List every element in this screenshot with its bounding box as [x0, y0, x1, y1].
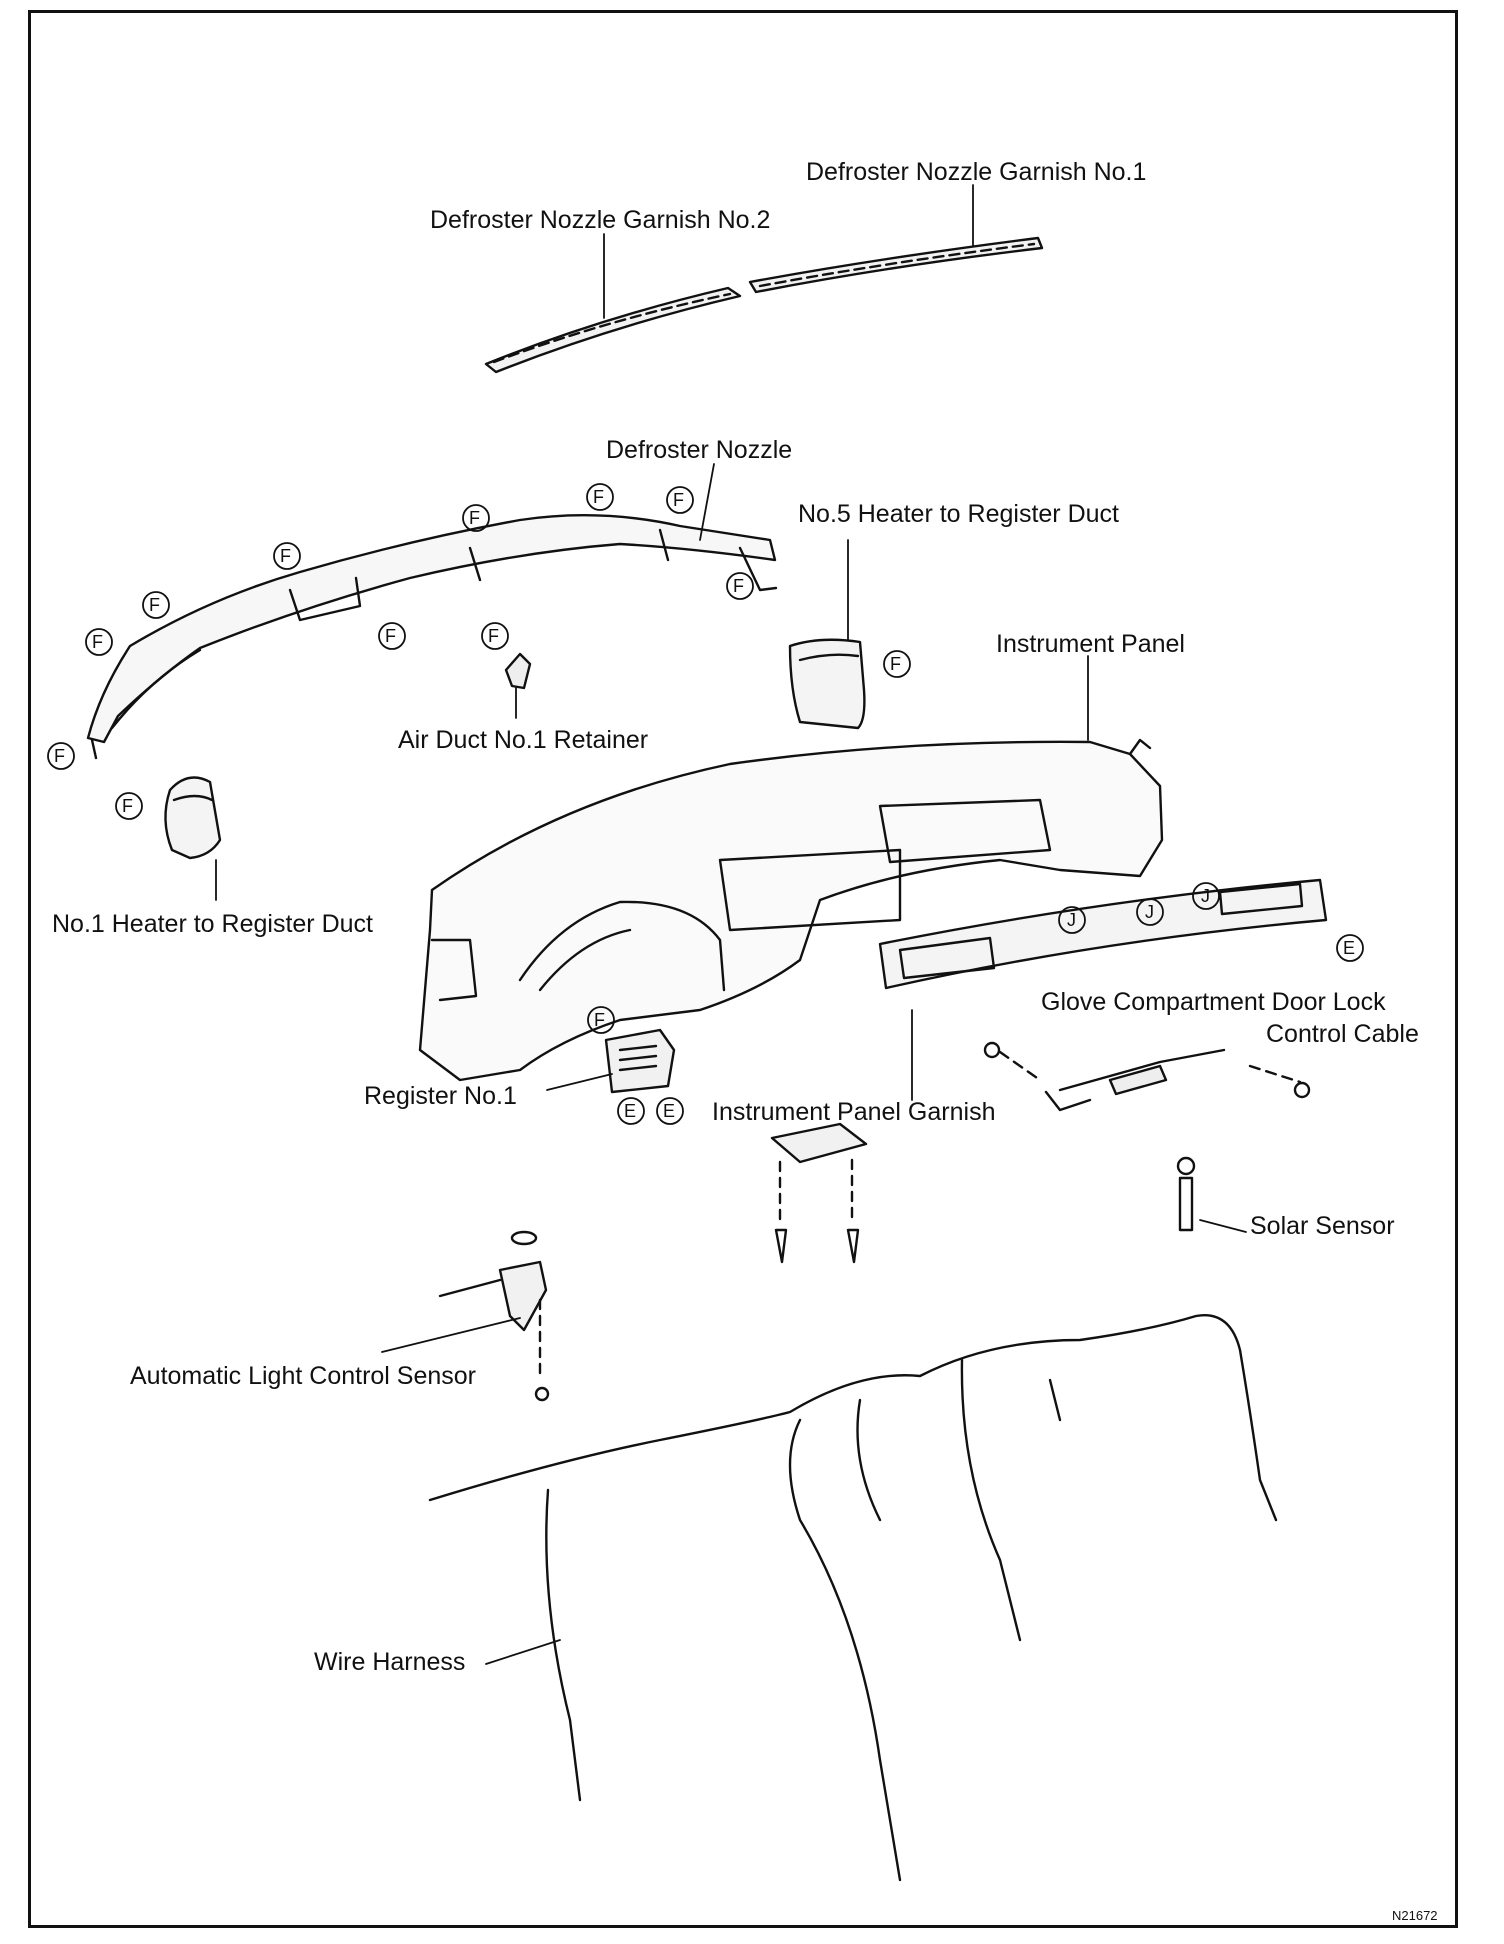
clip-e-callout: [1336, 934, 1364, 962]
solar-sensor-part: [1176, 1156, 1196, 1232]
clip-e-letter: E: [624, 1101, 637, 1121]
clip-f-callout: [726, 572, 754, 600]
label-air-duct-no1-retainer: Air Duct No.1 Retainer: [398, 726, 649, 754]
clip-f-callout: [273, 542, 301, 570]
label-glove-compartment-line2: Control Cable: [1266, 1020, 1419, 1048]
clip-f-callout: [378, 622, 406, 650]
clip-f-callout: [142, 591, 170, 619]
clip-j-letter: J: [1145, 902, 1154, 922]
clip-j-callout: [1136, 898, 1164, 926]
automatic-light-control-sensor-part: [438, 1230, 550, 1402]
clip-e-letter: E: [663, 1101, 676, 1121]
clip-f-letter: F: [54, 746, 65, 766]
clip-callouts: [47, 483, 1364, 1125]
clip-f-callout: [883, 650, 911, 678]
leader-lines: [215, 184, 1247, 1665]
clip-f-callout: [666, 486, 694, 514]
clip-e-callout: [617, 1097, 645, 1125]
clip-f-callout: [47, 742, 75, 770]
label-instrument-panel: Instrument Panel: [996, 630, 1185, 658]
label-instrument-panel-garnish: Instrument Panel Garnish: [712, 1098, 996, 1126]
clip-f-letter: F: [469, 508, 480, 528]
clip-f-letter: F: [733, 576, 744, 596]
air-duct-no1-retainer-part: [504, 652, 532, 690]
clip-f-letter: F: [385, 626, 396, 646]
figure-id: N21672: [1390, 1908, 1440, 1923]
clip-f-callout: [462, 504, 490, 532]
clip-f-callout: [481, 622, 509, 650]
clip-f-callout: [586, 483, 614, 511]
label-no1-heater-to-register-duct: No.1 Heater to Register Duct: [52, 910, 373, 938]
wire-harness-part: [428, 1314, 1278, 1882]
clip-j-callout: [1058, 906, 1086, 934]
label-wire-harness: Wire Harness: [314, 1648, 466, 1676]
defroster-nozzle: [86, 514, 778, 760]
ecu-with-screws-part: [770, 1122, 868, 1264]
diagram-frame: [28, 10, 1458, 1928]
label-defroster-nozzle-garnish-no2: Defroster Nozzle Garnish No.2: [430, 206, 771, 234]
label-glove-compartment-line1: Glove Compartment Door Lock: [1041, 988, 1386, 1016]
clip-e-letter: E: [1343, 938, 1356, 958]
defroster-nozzle-garnish-no2: [484, 286, 742, 374]
label-defroster-nozzle: Defroster Nozzle: [606, 436, 793, 464]
clip-f-callout: [587, 1006, 615, 1034]
instrument-panel-part: [418, 738, 1164, 1082]
label-automatic-light-control-sensor: Automatic Light Control Sensor: [130, 1362, 477, 1390]
defroster-nozzle-garnish-no1: [748, 236, 1044, 294]
clip-j-letter: J: [1067, 910, 1076, 930]
label-defroster-nozzle-garnish-no1: Defroster Nozzle Garnish No.1: [806, 158, 1147, 186]
clip-f-callout: [115, 792, 143, 820]
label-register-no1: Register No.1: [364, 1082, 517, 1110]
clip-f-letter: F: [92, 632, 103, 652]
clip-f-letter: F: [593, 487, 604, 507]
clip-f-letter: F: [890, 654, 901, 674]
clip-f-callout: [85, 628, 113, 656]
register-no1-part: [604, 1028, 676, 1094]
clip-e-callout: [656, 1097, 684, 1125]
clip-f-letter: F: [280, 546, 291, 566]
clip-f-letter: F: [149, 595, 160, 615]
instrument-panel-garnish-part: [878, 878, 1328, 990]
no5-heater-to-register-duct-part: [788, 638, 866, 730]
clip-f-letter: F: [122, 796, 133, 816]
label-solar-sensor: Solar Sensor: [1250, 1212, 1395, 1240]
glove-compartment-cable-part: [983, 1041, 1311, 1112]
clip-f-letter: F: [594, 1010, 605, 1030]
label-no5-heater-to-register-duct: No.5 Heater to Register Duct: [798, 500, 1119, 528]
no1-heater-to-register-duct-part: [164, 776, 222, 860]
clip-f-letter: F: [488, 626, 499, 646]
clip-j-callout: [1192, 882, 1220, 910]
clip-f-letter: F: [673, 490, 684, 510]
clip-j-letter: J: [1201, 886, 1210, 906]
